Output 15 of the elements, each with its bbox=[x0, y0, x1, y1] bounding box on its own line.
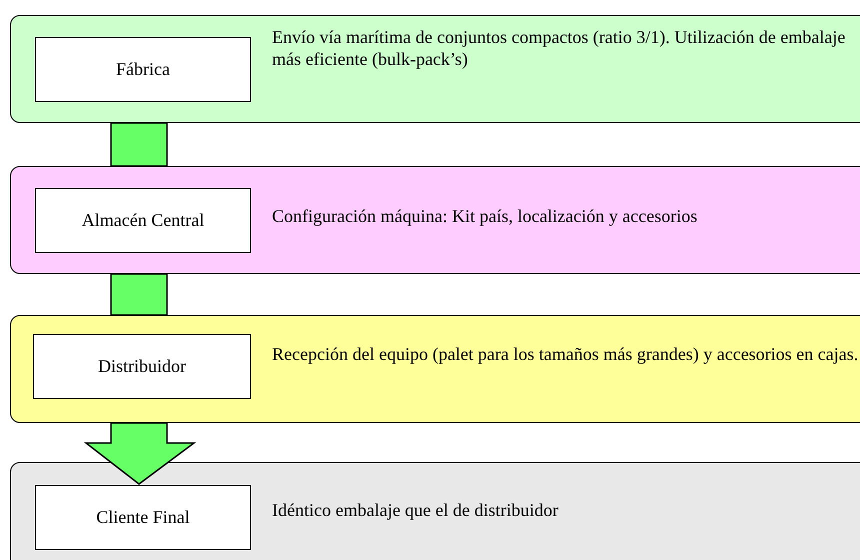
stage-description: Idéntico embalaje que el de distribuidor bbox=[272, 499, 560, 521]
flow-arrow bbox=[84, 422, 196, 485]
stage-box: Cliente Final bbox=[35, 485, 251, 550]
stage-band bbox=[10, 315, 860, 423]
stage-band bbox=[10, 462, 860, 560]
stage-box: Distribuidor bbox=[33, 334, 251, 399]
stage-description: Recepción del equipo (palet para los tamaños más grandes) y accesorios en cajas. bbox=[272, 343, 860, 365]
stage-band bbox=[10, 166, 860, 274]
stage-band bbox=[10, 15, 860, 123]
stage-description: Configuración máquina: Kit país, localización y accesorios bbox=[272, 205, 698, 227]
flow-connector bbox=[110, 273, 168, 316]
stage-description: Envío vía marítima de conjuntos compactos (ratio 3/1). Utilización de embalaje más eficiente (bulk-pack’s) bbox=[272, 26, 846, 70]
stage-box: Almacén Central bbox=[35, 188, 251, 253]
stage-box: Fábrica bbox=[35, 37, 251, 102]
flow-connector bbox=[110, 122, 168, 167]
